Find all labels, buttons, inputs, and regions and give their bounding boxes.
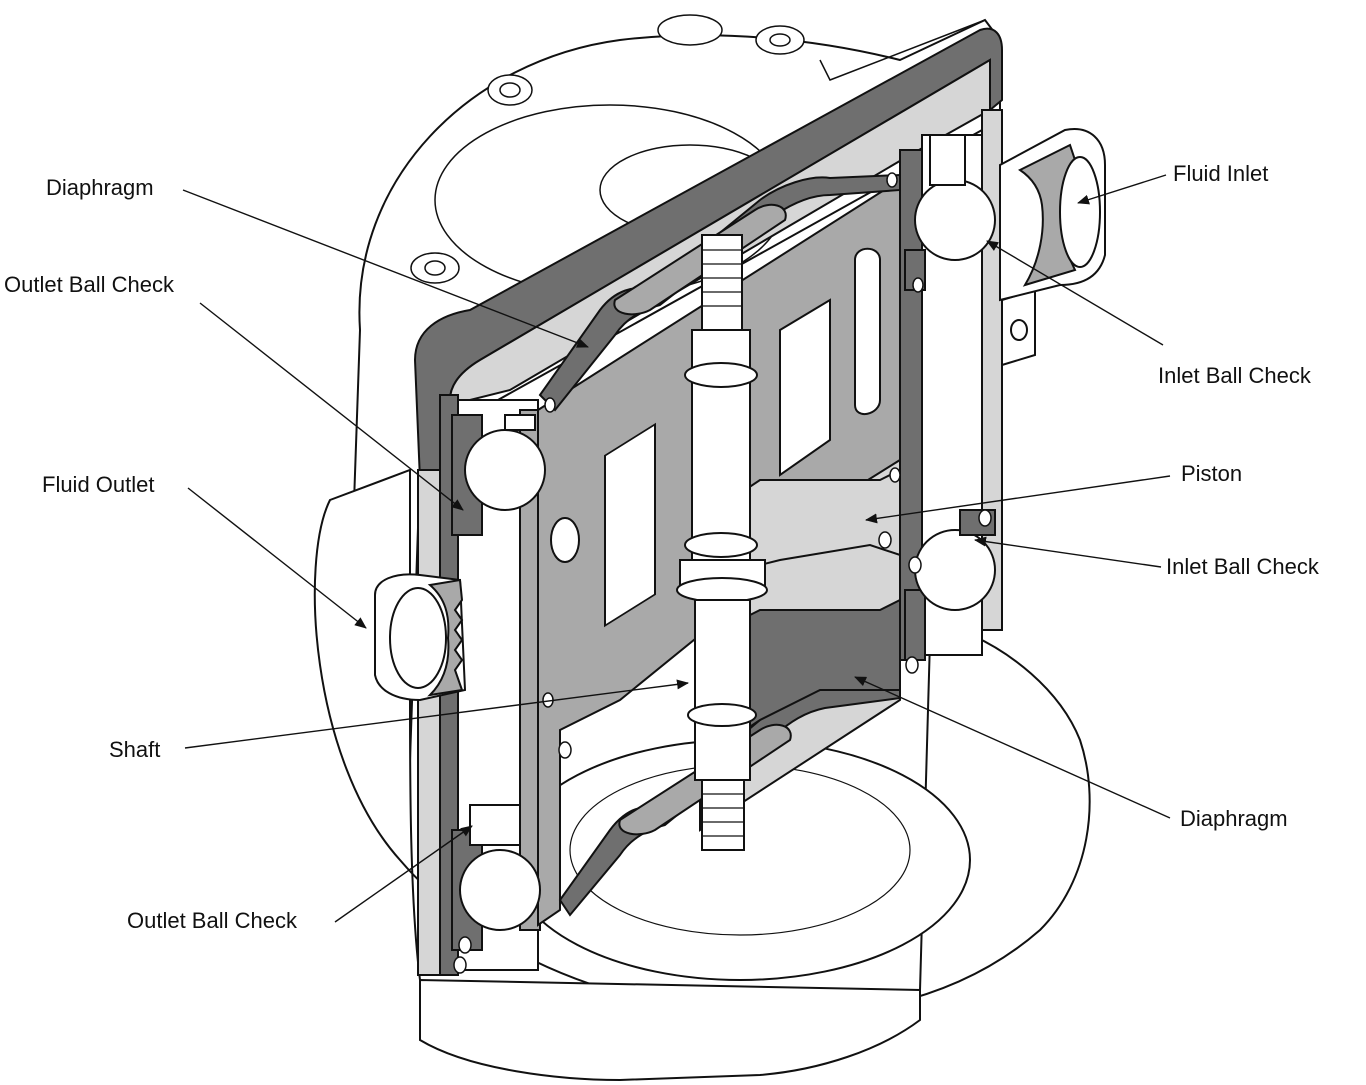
inlet-ball-top bbox=[914, 179, 996, 261]
bracket-hole bbox=[1010, 319, 1028, 341]
bottom-skirt bbox=[419, 978, 921, 1082]
label-diaphragm-top: Diaphragm bbox=[46, 175, 154, 200]
shaft-upper-thread bbox=[701, 234, 743, 331]
inlet-ball-seat-bottom bbox=[904, 589, 926, 661]
leader-inlet-ball-check-bottom bbox=[974, 536, 1162, 568]
bolt-head-3-inner bbox=[424, 260, 446, 276]
outlet-ball-top bbox=[464, 429, 546, 511]
inlet-ball-cage-top bbox=[929, 134, 966, 186]
shaft-collar-2 bbox=[684, 532, 758, 558]
outlet-ball-bottom bbox=[459, 849, 541, 931]
shaft-lower-thread-lines bbox=[702, 793, 744, 837]
leader-diaphragm-bottom bbox=[854, 676, 1171, 819]
leader-diaphragm-top bbox=[182, 189, 589, 348]
shaft-center-ring bbox=[676, 577, 768, 603]
label-fluid-inlet: Fluid Inlet bbox=[1173, 161, 1269, 186]
leader-piston bbox=[865, 475, 1171, 524]
top-hole bbox=[657, 14, 723, 46]
cover-inner-face bbox=[448, 58, 991, 401]
leader-shaft bbox=[184, 679, 689, 749]
shaft-upper-thread-lines bbox=[702, 249, 742, 307]
plate-hole bbox=[550, 517, 580, 563]
fluid-inlet-fitting bbox=[999, 128, 1106, 302]
outlet-fitting-bore bbox=[389, 587, 447, 689]
leader-lines bbox=[182, 174, 1171, 923]
leader-fluid-outlet bbox=[187, 487, 367, 629]
pins bbox=[453, 172, 992, 974]
label-fluid-outlet: Fluid Outlet bbox=[42, 472, 155, 497]
leader-outlet-ball-check-top bbox=[199, 302, 464, 511]
label-shaft: Shaft bbox=[109, 737, 161, 762]
shaft-collar-3 bbox=[687, 703, 757, 727]
plate-window-left bbox=[604, 422, 656, 628]
shaft-lower-thread bbox=[701, 779, 745, 851]
outlet-ball-cage-bottom bbox=[469, 804, 521, 846]
shaft-assembly bbox=[676, 234, 768, 851]
outlet-wall-outer bbox=[417, 469, 441, 976]
bolt-head-2-inner bbox=[769, 33, 791, 47]
label-piston: Piston bbox=[1181, 461, 1243, 486]
ball-checks bbox=[451, 134, 996, 951]
label-outlet-ball-check-bottom: Outlet Ball Check bbox=[127, 908, 297, 933]
leader-outlet-ball-check-bottom bbox=[334, 825, 473, 923]
outlet-ball-cage-top bbox=[504, 414, 536, 431]
pump-cover-section bbox=[413, 27, 1003, 481]
inlet-ball-bottom bbox=[914, 529, 996, 611]
outlet-thread bbox=[427, 578, 464, 697]
plate-slot bbox=[854, 247, 881, 415]
label-inlet-ball-check-top: Inlet Ball Check bbox=[1158, 363, 1311, 388]
plate-window-right bbox=[779, 298, 831, 477]
shaft-lower-body bbox=[694, 599, 751, 781]
fluid-outlet-fitting bbox=[374, 573, 467, 702]
inlet-fitting-bore bbox=[1059, 156, 1101, 268]
leader-inlet-ball-check-top bbox=[986, 240, 1164, 346]
label-inlet-ball-check-bottom: Inlet Ball Check bbox=[1166, 554, 1319, 579]
top-tab bbox=[819, 19, 986, 81]
label-outlet-ball-check-top: Outlet Ball Check bbox=[4, 272, 174, 297]
shaft-collar-1 bbox=[684, 362, 758, 388]
leader-fluid-inlet bbox=[1077, 174, 1167, 205]
bolt-head-1-inner bbox=[499, 82, 521, 98]
label-diaphragm-bottom: Diaphragm bbox=[1180, 806, 1288, 831]
diaphragm-upper-pad bbox=[613, 203, 787, 316]
